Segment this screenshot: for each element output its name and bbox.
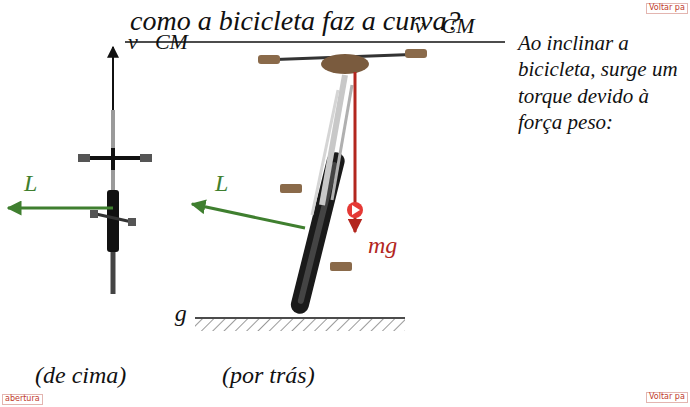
view-caption: (por trás): [222, 362, 315, 388]
bicycle-rear-view: [192, 49, 427, 331]
velocity-label: ⊗ v⃗CM: [392, 14, 475, 38]
velocity-label: v⃗CM: [128, 30, 188, 54]
weight-label: mg⃗: [368, 232, 416, 258]
nav-button: Voltar pa: [646, 3, 688, 14]
angular-momentum-label: L⃗: [215, 170, 247, 196]
nav-button: abertura: [2, 394, 43, 405]
angular-momentum-label: L⃗: [24, 170, 56, 196]
nav-button: Voltar pa: [646, 392, 688, 403]
gravity-label: ⊗ g⃗: [150, 300, 205, 326]
bicycle-top-view: [8, 47, 152, 294]
view-caption: (de cima): [35, 362, 126, 388]
note-text: Ao inclinar a bicicleta, surge um torque…: [518, 30, 686, 135]
